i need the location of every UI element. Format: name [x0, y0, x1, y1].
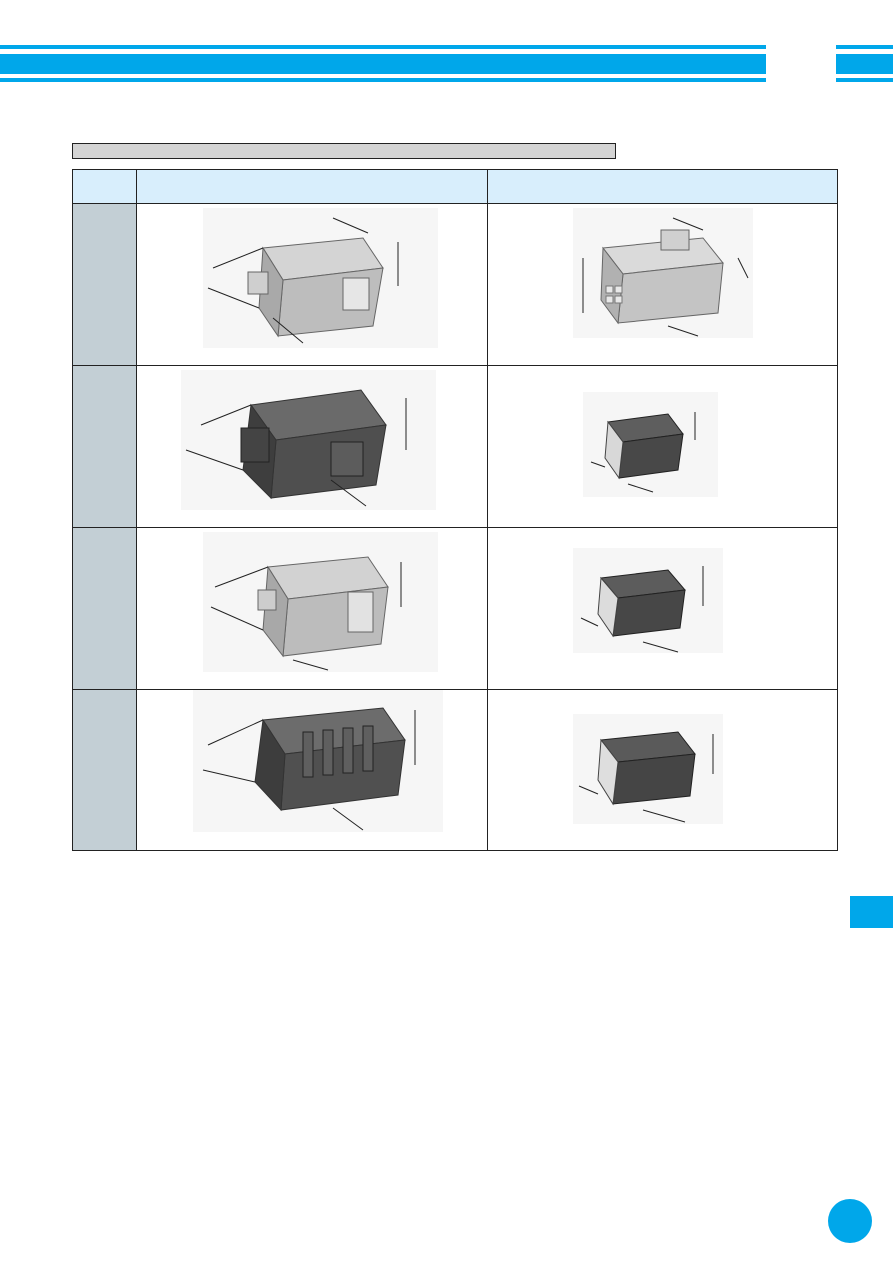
light-gray-header-connector-icon: [203, 208, 438, 348]
top-band-right-3: [836, 78, 893, 82]
connector-table: [72, 169, 838, 851]
top-band-right-1: [836, 45, 893, 49]
light-gray-plug-connector-icon: [573, 208, 753, 338]
side-tab: [850, 896, 893, 928]
page-dot: [828, 1199, 872, 1243]
column-divider-1: [136, 170, 137, 850]
row-label-2: [73, 366, 137, 528]
dark-gray-plug-connector-icon: [573, 548, 723, 653]
column-divider-2: [487, 170, 488, 850]
dark-gray-header-connector-icon: [181, 370, 436, 510]
top-band-2: [0, 54, 766, 74]
dark-gray-header-connector-icon: [193, 690, 443, 832]
top-band-3: [0, 78, 766, 82]
top-band-right-2: [836, 54, 893, 74]
top-band-1: [0, 45, 766, 49]
dark-gray-plug-connector-icon: [573, 714, 723, 824]
light-gray-header-connector-icon: [203, 532, 438, 672]
table-header-plug-col: [488, 170, 837, 204]
section-title-bar: [72, 143, 616, 159]
table-header-header-col: [137, 170, 488, 204]
row-label-3: [73, 528, 137, 690]
row-label-1: [73, 204, 137, 366]
row-label-4: [73, 690, 137, 850]
dark-gray-plug-connector-icon: [583, 392, 718, 497]
table-header-label-col: [73, 170, 137, 204]
